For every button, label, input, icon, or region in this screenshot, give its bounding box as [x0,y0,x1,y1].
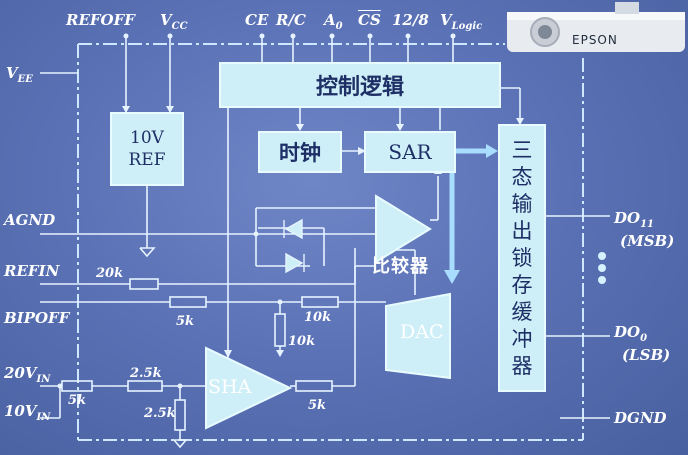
pin-refoff: REFOFF [66,11,135,29]
resistor-5k-in-label: 5k [68,393,87,408]
reference-line-2: REF [128,150,166,170]
comparator [375,194,432,264]
buffer-char: 态 [511,164,533,189]
projector-brand: EPSON [572,33,618,47]
reference-block: 10V REF [110,112,184,186]
sar-block: SAR [364,131,456,173]
pin-12-8: 12/8 [392,11,429,29]
pin-a0: A0 [324,11,343,32]
pin-vcc: VCC [160,11,188,32]
comparator-label: 比较器 [372,256,429,277]
pin-dgnd: DGND [614,409,667,427]
pin-refin: REFIN [4,262,60,280]
chip-outline [77,43,584,441]
buffer-char: 冲 [511,326,533,351]
dac-label: DAC [400,321,444,343]
resistor-10k-b-label: 10k [288,334,316,349]
resistor-5k-out-label: 5k [308,398,327,413]
clock-block: 时钟 [258,131,342,173]
pin-vlogic: VLogic [440,11,483,32]
buffer-char: 三 [511,137,533,162]
buffer-char: 出 [511,218,533,243]
buffer-char: 输 [511,191,533,216]
reference-line-1: 10V [130,128,164,148]
pin-bipoff: BIPOFF [4,309,70,327]
resistor-10k-a-label: 10k [304,310,332,325]
pin-cs: CS [358,11,381,29]
resistor-20k-label: 20k [96,266,124,281]
buffer-char: 存 [511,272,533,297]
buffer-char: 器 [511,353,533,378]
pin-do0: DO0 [614,323,648,344]
buffer-char: 锁 [511,245,533,270]
tristate-output-buffer: 三 态 输 出 锁 存 缓 冲 器 [498,124,546,392]
projector-image [507,2,685,52]
bus-continuation-dots [598,252,606,284]
pin-do11: DO11 [614,209,654,230]
pin-vee: VEE [6,64,33,85]
buffer-char: 缓 [511,299,533,324]
pin-10v-in: 10VIN [4,402,51,423]
pin-agnd: AGND [4,211,56,229]
pin-msb: (MSB) [620,232,675,250]
dac [385,292,451,380]
sha-amplifier [205,346,293,430]
ground-symbols [139,247,188,449]
pin-rc: R/C [276,11,306,29]
pin-20v-in: 20VIN [4,364,51,385]
pin-lsb: (LSB) [622,346,671,364]
data-bus-arrows [444,144,498,284]
resistor-2-5k-a-label: 2.5k [130,366,162,381]
diodes [283,218,305,274]
resistors [61,278,339,431]
control-logic-block: 控制逻辑 [219,62,501,108]
resistor-2-5k-b-label: 2.5k [144,406,176,421]
pin-ce: CE [245,11,269,29]
sha-label: SHA [208,376,252,398]
resistor-5k-bipoff-label: 5k [176,314,195,329]
wires [40,36,610,440]
